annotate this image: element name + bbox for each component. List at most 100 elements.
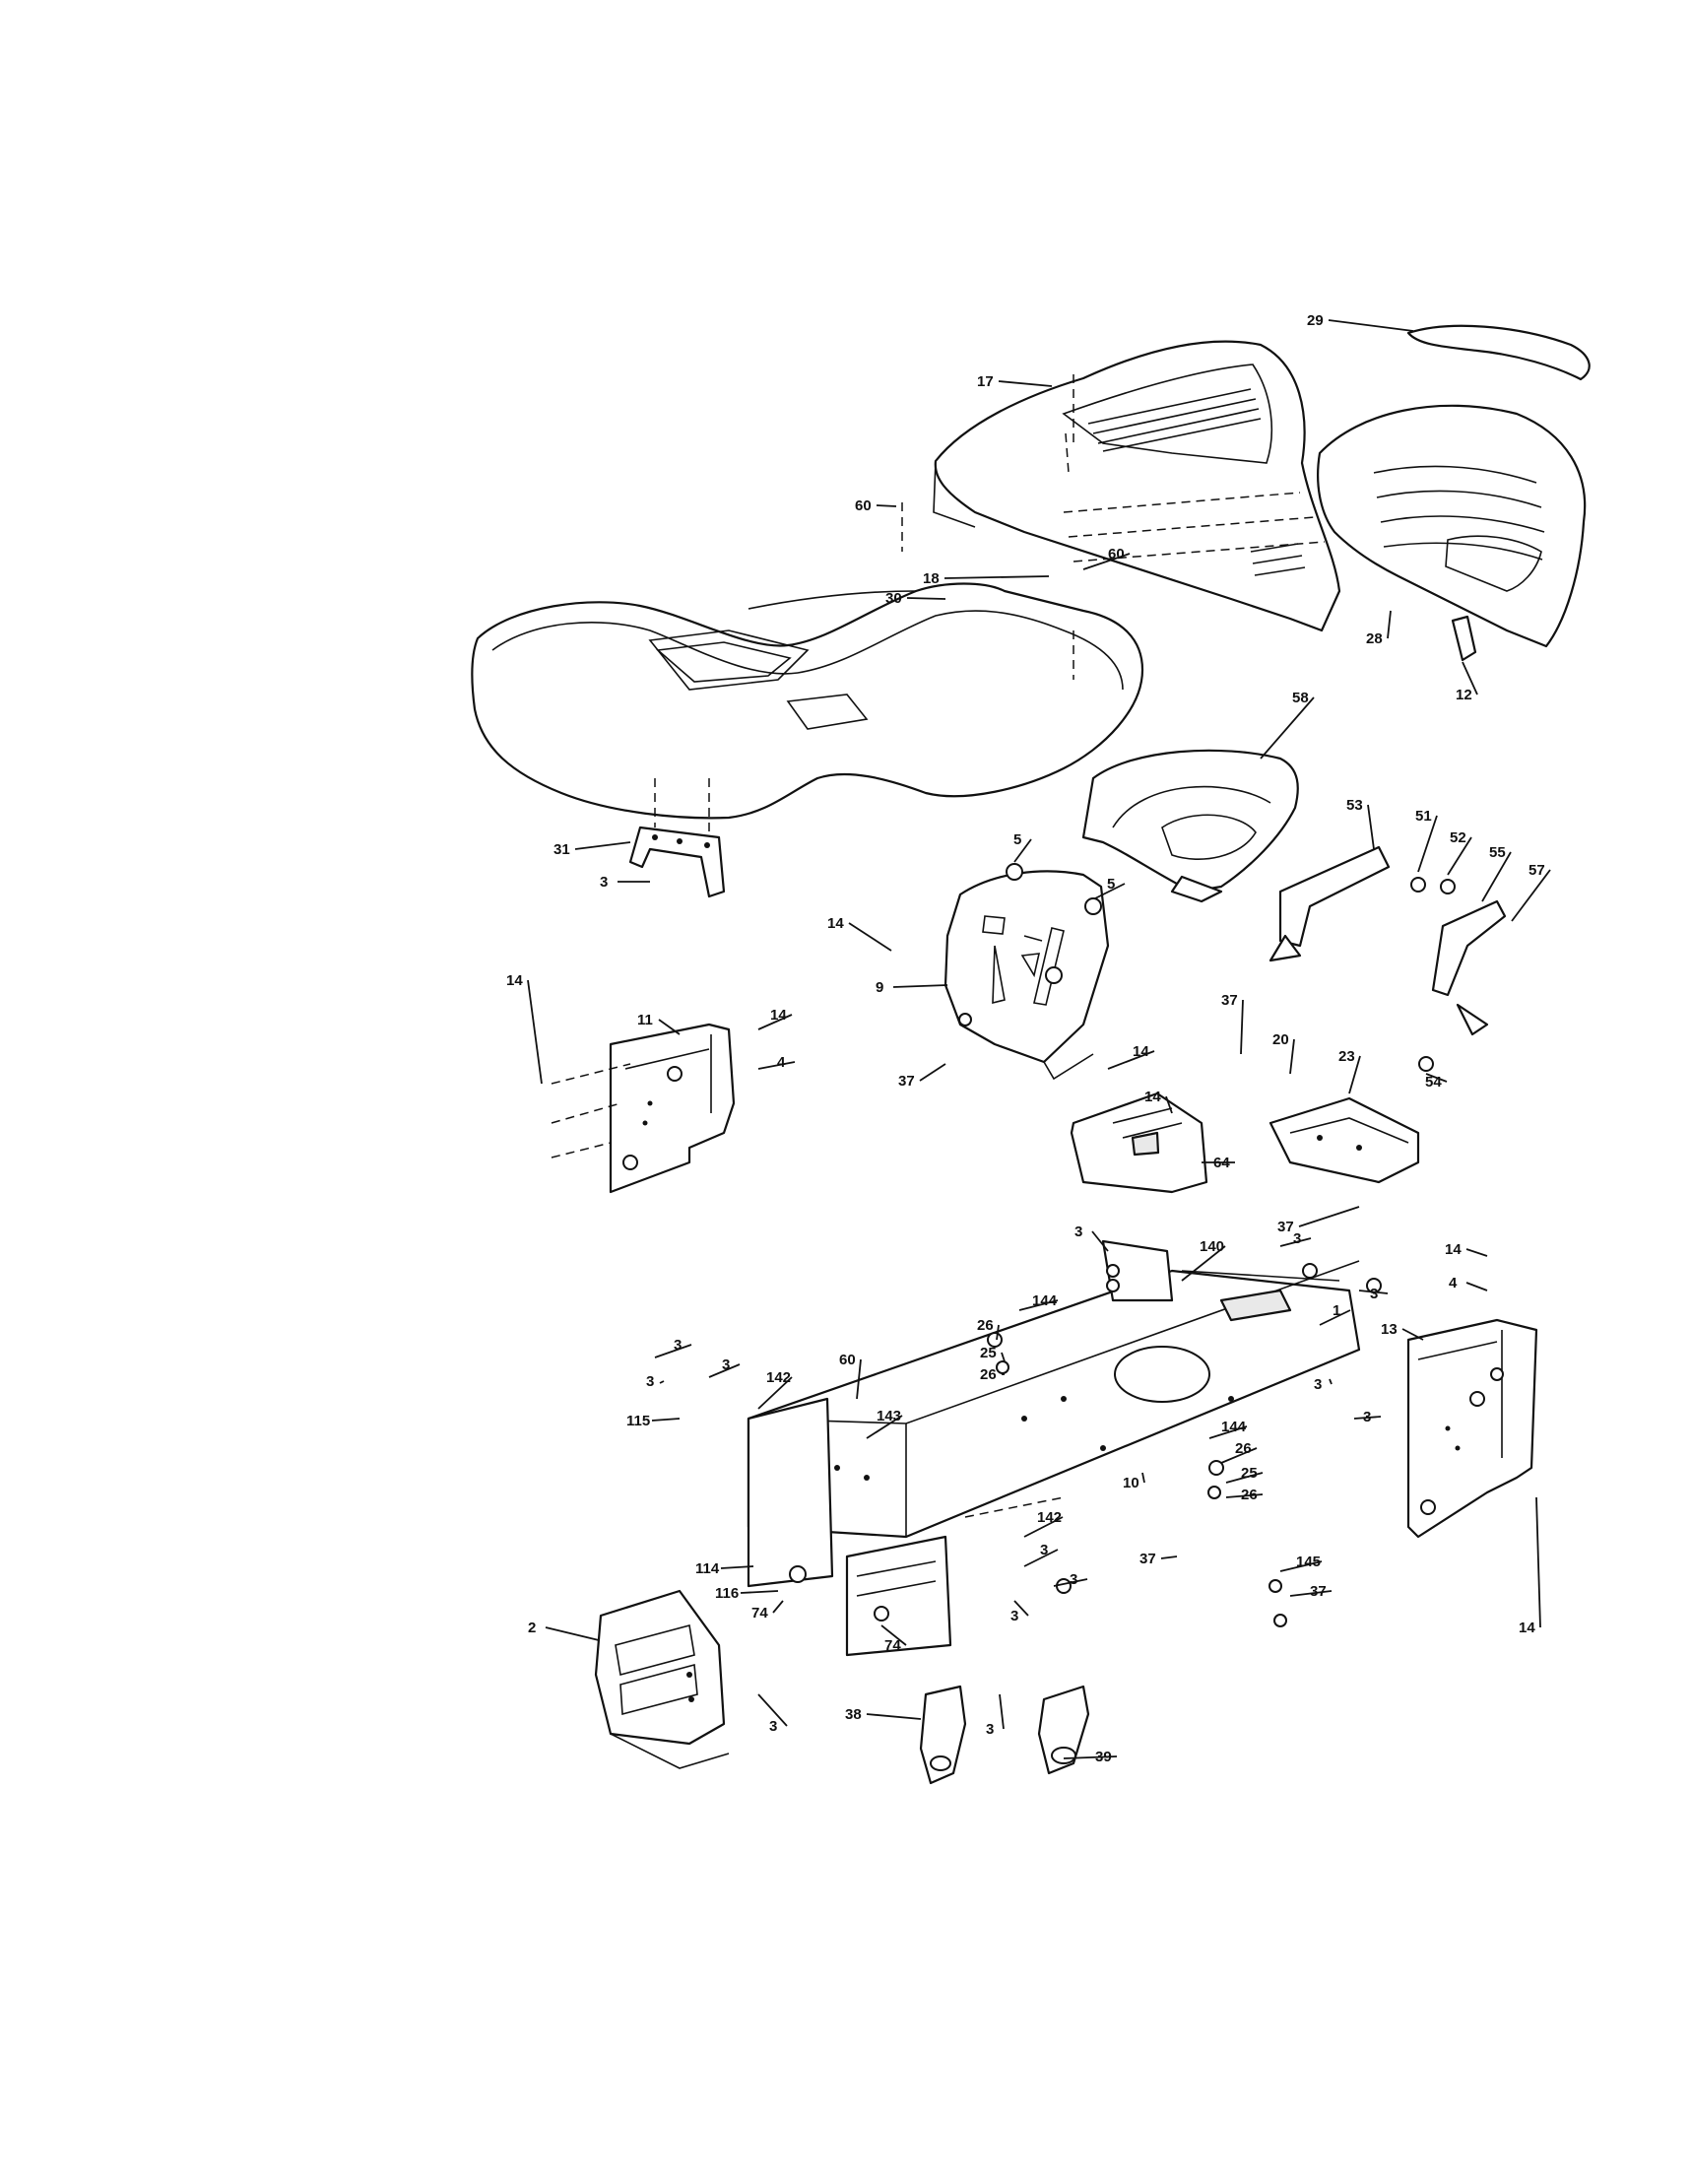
center-brackets [1070,1092,1420,1194]
grille-body [1317,404,1587,648]
leader-line-p145 [1279,1560,1323,1572]
part-label-p12: 12 [1456,687,1472,703]
dash-panel [943,870,1110,1081]
part-label-p55: 55 [1489,844,1506,861]
part-label-p116: 116 [715,1585,739,1602]
part-label-p28: 28 [1366,630,1383,647]
part-label-p3k: 3 [1070,1571,1077,1588]
part-label-p3j: 3 [1040,1542,1048,1558]
leader-line-p14d [1107,1050,1155,1070]
part-label-p17: 17 [977,373,994,390]
part-label-p30: 30 [885,590,902,607]
leader-line-p140 [1181,1245,1226,1282]
leader-line-p25a [1001,1352,1006,1362]
leader-line-p4a [757,1061,796,1070]
part-label-p9: 9 [876,979,883,996]
leader-line-p142b [1023,1516,1064,1538]
part-label-p26a: 26 [977,1317,994,1334]
part-label-p29: 29 [1307,312,1324,329]
leader-line-p26d [1225,1493,1264,1498]
hood-assembly [471,324,1591,820]
leader-line-p2 [545,1626,600,1641]
leader-line-p37d [1160,1555,1178,1559]
part-label-p26d: 26 [1241,1487,1258,1503]
part-label-p4b: 4 [1449,1275,1458,1291]
steering-brackets [1268,845,1507,1036]
leader-line-p57 [1511,869,1551,922]
part-label-p5a: 5 [1013,831,1021,848]
part-label-p26c: 26 [1235,1440,1252,1457]
leader-line-p3j [1023,1549,1059,1567]
leader-line-p114 [720,1565,754,1569]
part-label-p14b: 14 [506,972,523,989]
part-label-p25b: 25 [1241,1465,1258,1482]
leader-line-p31 [574,841,631,850]
leader-line-p74a [772,1600,784,1614]
part-label-p53: 53 [1346,797,1363,814]
part-label-p14a: 14 [827,915,844,932]
leader-line-p115 [651,1418,681,1422]
leader-line-p116 [740,1590,779,1594]
part-labels: 1729601860302812583135514953515255575411… [506,312,1551,1765]
leader-line-p14a [848,922,892,952]
leader-line-p20 [1289,1038,1295,1075]
leader-line-p60b [1082,553,1131,570]
part-label-p4a: 4 [777,1054,786,1071]
part-label-p23: 23 [1338,1048,1355,1065]
leader-line-p11 [658,1019,681,1035]
part-label-p64: 64 [1213,1155,1230,1171]
leader-line-p28 [1387,610,1392,639]
part-label-p52: 52 [1450,829,1466,846]
part-label-p74b: 74 [884,1637,901,1654]
part-label-p3g: 3 [646,1373,654,1390]
leader-line-p58 [1260,696,1315,760]
part-label-p11: 11 [637,1012,653,1028]
part-label-p144b: 144 [1221,1419,1247,1435]
part-label-p3h: 3 [1314,1376,1322,1393]
part-label-p3a: 3 [600,874,608,891]
leader-line-p5b [1094,883,1126,899]
hood-trim [1406,324,1591,381]
leader-line-p60c [856,1358,862,1400]
part-label-p5b: 5 [1107,876,1115,893]
leader-line-p3n [999,1693,1005,1730]
part-label-p39: 39 [1095,1749,1112,1765]
part-label-p1: 1 [1333,1302,1340,1319]
leader-line-p54 [1425,1073,1448,1083]
leader-line-p13 [1401,1328,1424,1341]
part-label-p14e: 14 [1144,1089,1161,1105]
front-bumper-plate [594,1589,730,1769]
leader-line-p3d [1358,1290,1389,1294]
leader-line-p37b [1240,999,1244,1055]
leader-line-p3g [659,1380,665,1384]
part-label-p25a: 25 [980,1345,997,1361]
leader-line-p144a [1018,1299,1059,1311]
part-label-p145: 145 [1296,1554,1321,1570]
part-label-p31: 31 [553,841,570,858]
part-label-p54: 54 [1425,1074,1442,1091]
leader-line-p3l [1013,1600,1029,1617]
part-label-p13: 13 [1381,1321,1398,1338]
part-label-p60a: 60 [855,497,872,514]
part-label-p37e: 37 [1310,1583,1327,1600]
part-label-p114: 114 [695,1560,720,1577]
leader-line-p51 [1417,815,1438,873]
part-label-p3e: 3 [674,1337,682,1354]
hardware [789,863,1504,1627]
part-label-p20: 20 [1272,1031,1289,1048]
leader-line-p3m [757,1693,788,1727]
fender-body [471,582,1144,820]
hood-clip [1451,615,1477,662]
part-label-p142b: 142 [1037,1509,1062,1526]
leader-line-p30 [906,597,946,600]
part-label-p115: 115 [626,1413,650,1429]
part-label-p14f: 14 [1445,1241,1462,1258]
part-label-p14c: 14 [770,1007,787,1024]
leader-line-p14f [1465,1248,1488,1257]
leader-line-p60a [876,504,897,507]
part-label-p10: 10 [1123,1475,1139,1491]
leader-line-p1 [1319,1309,1351,1326]
leader-line-p37e [1289,1590,1333,1597]
leader-line-p23 [1348,1055,1361,1094]
